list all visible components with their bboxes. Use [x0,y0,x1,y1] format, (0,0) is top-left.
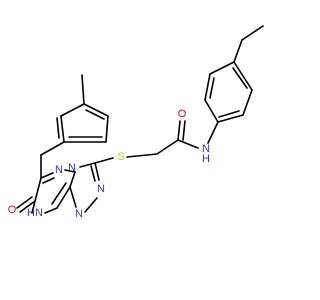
amide-hydrogen: H [202,153,210,165]
atom-labels: O N H S N N N N N H O [8,108,210,220]
ketone-oxygen: O [8,204,17,216]
sulfur-atom: S [117,151,124,163]
triazole-nitrogen-top: N [97,183,105,195]
triazine-nitrogen: N [55,164,63,176]
triazole-nitrogen-bottom: N [75,208,83,220]
molecule-structure: O N H S N N N N N H O [8,25,264,220]
ring-nh-hydrogen: H [27,207,35,219]
ring-nh-nitrogen: N [35,207,43,219]
bridgehead-nitrogen: N [68,162,76,174]
bonds [16,25,264,214]
amide-nitrogen: N [202,143,210,155]
carbonyl-oxygen: O [178,108,187,120]
